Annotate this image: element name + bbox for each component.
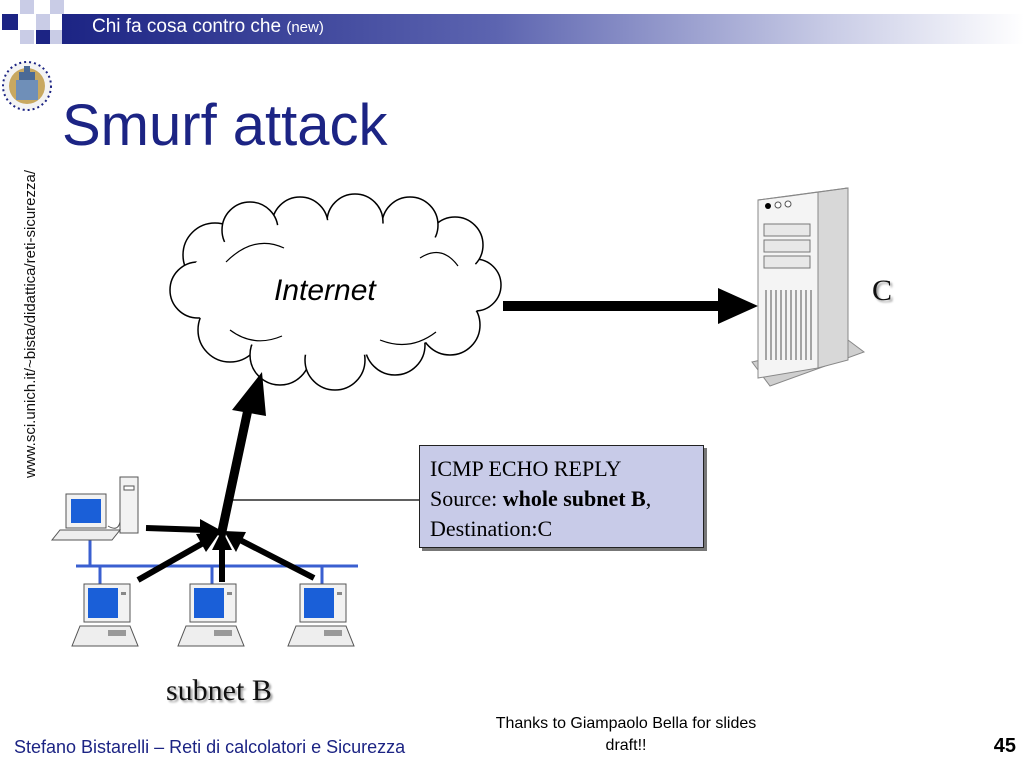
header-title: Chi fa cosa contro che (new) [92, 16, 324, 38]
header-square [20, 30, 34, 44]
infobox-source-value: whole subnet B [502, 486, 646, 511]
header-square [36, 30, 50, 44]
header-square [36, 14, 50, 30]
subnet-bus [76, 538, 358, 584]
header-square [20, 0, 34, 14]
workstation-icon [50, 476, 139, 541]
header-title-text: Chi fa cosa contro che [92, 16, 282, 37]
subnet-pc-icon [71, 583, 139, 647]
arrow-to-target [503, 288, 758, 324]
subnet-pc-icon [177, 583, 245, 647]
slide-title: Smurf attack [62, 93, 388, 158]
infobox-line-3: Destination:C [430, 516, 553, 541]
converging-arrows [136, 525, 316, 583]
header-square [50, 30, 62, 44]
header-square [50, 0, 64, 14]
server-c-icon [751, 187, 866, 387]
infobox-line-2: Source: whole subnet B, [430, 484, 693, 514]
header-bar [62, 14, 1024, 44]
header-title-suffix: (new) [286, 19, 324, 36]
target-label: C [872, 274, 893, 307]
internet-cloud-icon [169, 193, 502, 391]
page-number: 45 [993, 735, 1016, 757]
arrow-to-internet [216, 372, 266, 537]
subnet-label: subnet B [166, 674, 272, 707]
infobox-source-prefix: Source: [430, 486, 503, 511]
footer-author: Stefano Bistarelli – Reti di calcolatori… [14, 737, 406, 757]
converging-arrowheads [196, 519, 246, 552]
infobox-source-suffix: , [645, 486, 652, 511]
header-square [2, 14, 18, 30]
subnet-pc-icon [287, 583, 355, 647]
university-seal-icon [2, 61, 52, 111]
infobox-line-1: ICMP ECHO REPLY [430, 456, 622, 481]
icmp-info-box: ICMP ECHO REPLY Source: whole subnet B, … [419, 445, 704, 548]
internet-label: Internet [274, 274, 376, 307]
footer-credit: Thanks to Giampaolo Bella for slides dra… [495, 715, 757, 754]
